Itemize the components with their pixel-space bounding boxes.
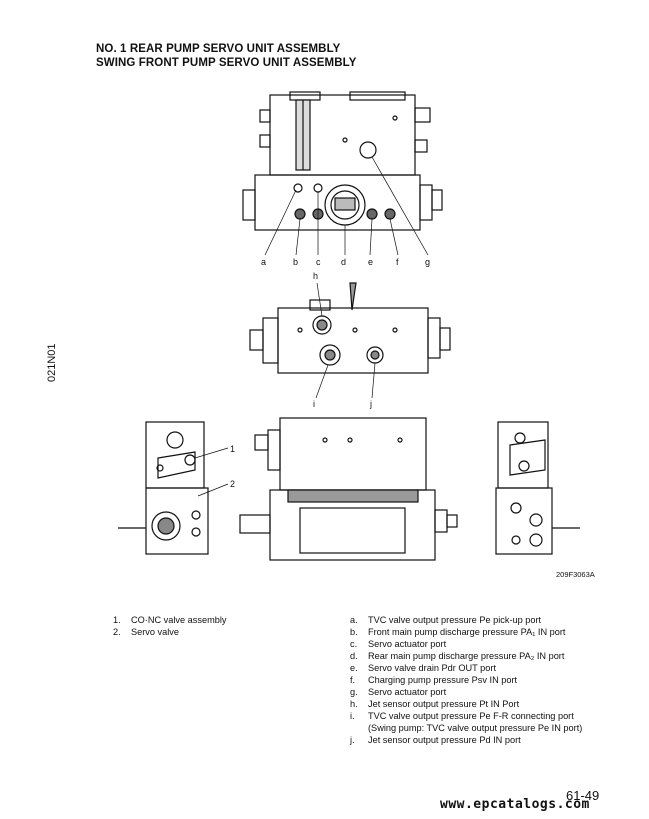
left-view-leaders [194,447,229,497]
assembly-drawing: a b c d e f g h i j 1 2 [118,91,580,561]
legend-text: Charging pump pressure Psv IN port [368,675,518,685]
legend-text: TVC valve output pressure Pe F-R connect… [368,711,574,721]
front-view [239,417,458,561]
legend-key: d. [350,651,358,661]
legend-item-b: b. Front main pump discharge pressure PA₁… [350,626,582,638]
legend-key: j. [350,735,355,745]
legend-item-g: g. Servo actuator port [350,686,582,698]
legend-item-c: c. Servo actuator port [350,638,582,650]
label-f: f [396,257,399,267]
legend-item-1: 1. CO·NC valve assembly [113,614,226,626]
label-a: a [261,257,266,267]
legend-text: CO·NC valve assembly [131,615,227,625]
top-view [242,91,443,231]
label-g: g [425,257,430,267]
page-title-1: NO. 1 REAR PUMP SERVO UNIT ASSEMBLY [96,43,341,55]
legend-key: h. [350,699,358,709]
legend-key: g. [350,687,358,697]
legend-text: TVC valve output pressure Pe pick-up por… [368,615,542,625]
legend-key: 1. [113,615,121,625]
legend-item-h: h. Jet sensor output pressure Pt IN Port [350,698,582,710]
legend-item-j: j. Jet sensor output pressure Pd IN port [350,734,582,746]
label-b: b [293,257,298,267]
label-j: j [369,399,372,409]
legend-key: i. [350,711,355,721]
legend-item-i: i. TVC valve output pressure Pe F-R conne… [350,710,582,722]
legend-lettered: a. TVC valve output pressure Pe pick-up p… [350,614,582,746]
left-side-view [118,421,209,555]
legend-item-f: f. Charging pump pressure Psv IN port [350,674,582,686]
middle-view-leaders [315,282,376,399]
figure-id: 209F3063A [556,570,595,579]
label-c: c [316,257,321,267]
callout-1: 1 [230,444,235,454]
legend-key: b. [350,627,358,637]
legend-item-2: 2. Servo valve [113,626,226,638]
legend-text: Servo valve [131,627,180,637]
legend-text: Servo actuator port [368,639,447,649]
label-e: e [368,257,373,267]
legend-key: f. [350,675,356,685]
legend-text: Rear main pump discharge pressure PA₂ IN… [368,651,565,661]
label-i: i [313,399,315,409]
legend-item-d: d. Rear main pump discharge pressure PA₂ … [350,650,582,662]
legend-key: e. [350,663,358,673]
legend-key: a. [350,615,358,625]
legend-numbered: 1. CO·NC valve assembly 2. Servo valve [113,614,226,638]
legend-key: 2. [113,627,121,637]
top-view-leaders [264,156,429,256]
legend-key: c. [350,639,358,649]
legend-text: Jet sensor output pressure Pd IN port [368,735,521,745]
legend-item-i-note: (Swing pump: TVC valve output pressure P… [350,722,582,734]
legend-item-e: e. Servo valve drain Pdr OUT port [350,662,582,674]
page-number: 61-49 [566,788,600,803]
legend-text: Jet sensor output pressure Pt IN Port [368,699,520,709]
legend-item-a: a. TVC valve output pressure Pe pick-up p… [350,614,582,626]
label-h: h [313,271,318,281]
callout-2: 2 [230,479,235,489]
legend-text: (Swing pump: TVC valve output pressure P… [368,723,583,733]
legend-text: Servo valve drain Pdr OUT port [368,663,496,673]
middle-view [249,282,451,374]
label-d: d [341,257,346,267]
legend-text: Servo actuator port [368,687,447,697]
page-title-2: SWING FRONT PUMP SERVO UNIT ASSEMBLY [96,57,357,69]
watermark-link[interactable]: www.epcatalogs.com [440,797,590,812]
legend-text: Front main pump discharge pressure PA₁ I… [368,627,566,637]
right-side-view [495,421,580,555]
